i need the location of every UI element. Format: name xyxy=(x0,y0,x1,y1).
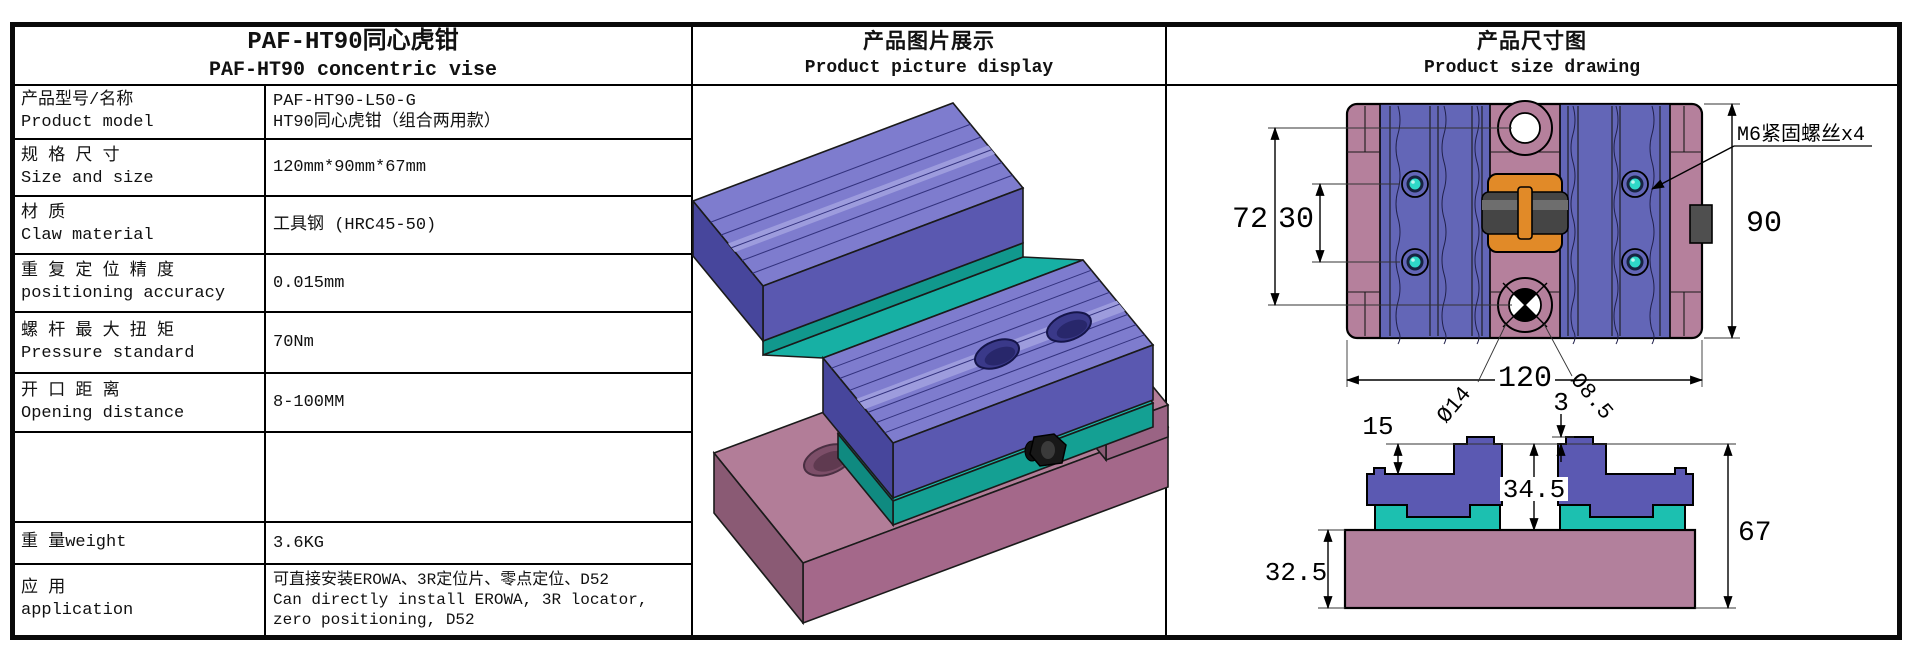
dim-67: 67 xyxy=(1738,518,1772,549)
row-label: 开 口 距 离 Opening distance xyxy=(15,374,266,431)
near-jaw-3d xyxy=(821,259,1155,501)
row-value-line: HT90同心虎钳（组合两用款） xyxy=(273,113,501,132)
dim-30: 30 xyxy=(1278,203,1314,237)
row-value: 8-100MM xyxy=(266,374,691,431)
table-row: 应 用 application 可直接安装EROWA、3R定位片、零点定位、D5… xyxy=(15,565,691,635)
row-label: 规 格 尺 寸 Size and size xyxy=(15,140,266,195)
row-value xyxy=(266,433,691,521)
table-row: 规 格 尺 寸 Size and size 120mm*90mm*67mm xyxy=(15,140,691,197)
divider-left-middle xyxy=(691,27,693,635)
row-value: 0.015mm xyxy=(266,255,691,311)
dimension-drawing: 72 30 90 120 Ø14 Ø8.5 M6紧固螺丝x4 xyxy=(1232,100,1872,610)
picture-title-zh: 产品图片展示 xyxy=(863,32,995,56)
row-value-line: 工具钢 (HRC45-50) xyxy=(273,215,437,235)
row-value-line: PAF-HT90-L50-G xyxy=(273,92,416,111)
row-label: 螺 杆 最 大 扭 矩 Pressure standard xyxy=(15,313,266,372)
center-screw-assembly xyxy=(1481,173,1569,253)
dim-15: 15 xyxy=(1362,412,1393,442)
row-label-zh: 开 口 距 离 xyxy=(21,381,120,401)
product-title-en: PAF-HT90 concentric vise xyxy=(208,59,498,82)
row-label-en: Size and size xyxy=(21,168,154,188)
middle-panel-title: 产品图片展示 Product picture display xyxy=(693,27,1165,84)
row-value: PAF-HT90-L50-G HT90同心虎钳（组合两用款） xyxy=(266,86,691,138)
table-row: 重 复 定 位 精 度 positioning accuracy 0.015mm xyxy=(15,255,691,313)
row-label-en: Product model xyxy=(21,113,154,132)
row-label xyxy=(15,433,266,521)
locating-hole-bottom xyxy=(1497,277,1553,333)
row-value: 工具钢 (HRC45-50) xyxy=(266,197,691,253)
row-label: 重 复 定 位 精 度 positioning accuracy xyxy=(15,255,266,311)
header-underline xyxy=(15,84,1897,86)
row-label: 重 量weight xyxy=(15,523,266,563)
left-panel-title: PAF-HT90同心虎钳 PAF-HT90 concentric vise xyxy=(15,27,691,84)
table-row: 重 量weight 3.6KG xyxy=(15,523,691,565)
row-label-en: Opening distance xyxy=(21,403,185,423)
table-row: 开 口 距 离 Opening distance 8-100MM xyxy=(15,374,691,433)
row-value: 120mm*90mm*67mm xyxy=(266,140,691,195)
section-dimensions: 15 3 34.5 32.5 67 xyxy=(1265,388,1772,610)
table-row: 螺 杆 最 大 扭 矩 Pressure standard 70Nm xyxy=(15,313,691,374)
row-value-line: Can directly install EROWA, 3R locator, xyxy=(273,591,648,609)
row-value-line: 可直接安装EROWA、3R定位片、零点定位、D52 xyxy=(273,571,610,589)
dim-90: 90 xyxy=(1746,207,1782,241)
product-title-zh: PAF-HT90同心虎钳 xyxy=(247,29,459,56)
table-row: 材 质 Claw material 工具钢 (HRC45-50) xyxy=(15,197,691,255)
far-jaw-3d xyxy=(691,102,1025,344)
row-value-line: zero positioning, D52 xyxy=(273,611,475,629)
jaw-bore-hole xyxy=(974,338,1020,370)
row-label-en: positioning accuracy xyxy=(21,284,226,303)
section-view: 15 3 34.5 32.5 67 xyxy=(1265,388,1772,610)
row-label-en: Pressure standard xyxy=(21,343,195,363)
product-render-3d xyxy=(691,102,1170,626)
row-value: 可直接安装EROWA、3R定位片、零点定位、D52 Can directly i… xyxy=(266,565,691,635)
section-jaw-right xyxy=(1557,436,1694,518)
top-view: 72 30 90 120 Ø14 Ø8.5 M6紧固螺丝x4 xyxy=(1232,100,1872,428)
drawing-title-zh: 产品尺寸图 xyxy=(1477,32,1587,56)
section-jaw-left xyxy=(1366,436,1503,518)
dim-hole-d85: Ø8.5 xyxy=(1565,368,1618,425)
table-row: 产品型号/名称 Product model PAF-HT90-L50-G HT9… xyxy=(15,86,691,140)
dim-32-5: 32.5 xyxy=(1265,558,1327,588)
row-label-zh: 重 复 定 位 精 度 xyxy=(21,262,175,281)
dim-3: 3 xyxy=(1553,388,1569,418)
row-value-line: 8-100MM xyxy=(273,393,345,412)
row-label: 产品型号/名称 Product model xyxy=(15,86,266,138)
serration-lines xyxy=(1395,105,1655,345)
row-value-line: 70Nm xyxy=(273,333,314,352)
m6-screw-holes xyxy=(1401,170,1649,276)
row-label: 材 质 Claw material xyxy=(15,197,266,253)
right-panel-title: 产品尺寸图 Product size drawing xyxy=(1167,27,1897,84)
row-label-zh: 重 量weight xyxy=(21,533,127,552)
dim-120: 120 xyxy=(1498,362,1552,396)
drive-screw-3d xyxy=(1024,433,1067,467)
drawing-title-en: Product size drawing xyxy=(1423,58,1641,79)
row-label-zh: 规 格 尺 寸 xyxy=(21,146,120,166)
spec-table: 产品型号/名称 Product model PAF-HT90-L50-G HT9… xyxy=(15,86,691,635)
row-label-zh: 材 质 xyxy=(21,204,66,223)
divider-middle-right xyxy=(1165,27,1167,635)
picture-title-en: Product picture display xyxy=(804,58,1054,79)
m6-screw-note: M6紧固螺丝x4 xyxy=(1737,122,1865,147)
row-label-zh: 应 用 xyxy=(21,579,66,598)
row-label-en: application xyxy=(21,601,134,620)
row-value-line: 120mm*90mm*67mm xyxy=(273,158,427,177)
row-value-line: 3.6KG xyxy=(273,533,325,553)
table-row-empty xyxy=(15,433,691,523)
row-label: 应 用 application xyxy=(15,565,266,635)
dim-34-5: 34.5 xyxy=(1503,475,1565,505)
section-base xyxy=(1343,528,1697,610)
row-value: 70Nm xyxy=(266,313,691,372)
dim-hole-d14: Ø14 xyxy=(1432,382,1477,428)
screw-end-tab xyxy=(1689,204,1713,244)
locating-hole-top xyxy=(1497,100,1553,156)
row-value: 3.6KG xyxy=(266,523,691,563)
row-label-zh: 螺 杆 最 大 扭 矩 xyxy=(21,321,175,341)
dim-72: 72 xyxy=(1232,203,1268,237)
row-value-line: 0.015mm xyxy=(273,273,345,293)
row-label-en: Claw material xyxy=(21,226,154,245)
jaw-bore-hole xyxy=(1046,311,1092,343)
row-label-zh: 产品型号/名称 xyxy=(21,91,134,110)
